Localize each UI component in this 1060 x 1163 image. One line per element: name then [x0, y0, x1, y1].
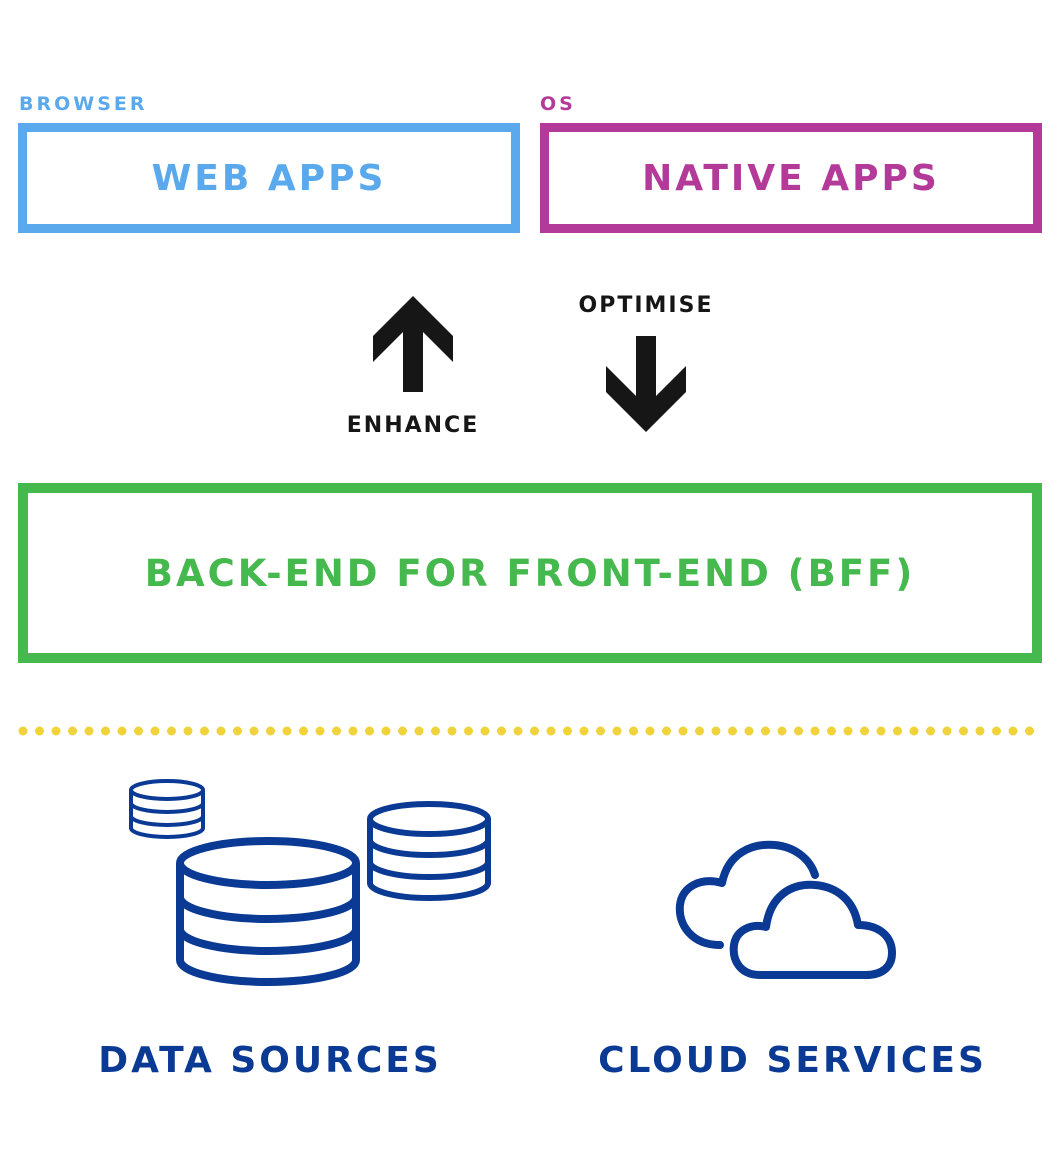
os-caption: OS: [540, 93, 576, 115]
bff-box: BACK-END FOR FRONT-END (BFF): [18, 483, 1042, 663]
enhance-label: ENHANCE: [346, 413, 480, 438]
data-sources-label: DATA SOURCES: [98, 1040, 442, 1081]
web-apps-box: WEB APPS: [18, 123, 520, 233]
optimise-label: OPTIMISE: [578, 293, 714, 318]
web-apps-label: WEB APPS: [151, 157, 387, 199]
browser-caption: BROWSER: [19, 93, 148, 115]
arrow-up-icon: [373, 296, 453, 392]
database-icon: [129, 779, 491, 986]
cloud-services-label: CLOUD SERVICES: [598, 1040, 987, 1081]
native-apps-label: NATIVE APPS: [642, 157, 940, 199]
bff-label: BACK-END FOR FRONT-END (BFF): [144, 551, 916, 595]
dotted-divider: [18, 726, 1048, 736]
cloud-icon: [675, 840, 896, 979]
arrow-down-icon: [606, 336, 686, 432]
native-apps-box: NATIVE APPS: [540, 123, 1042, 233]
